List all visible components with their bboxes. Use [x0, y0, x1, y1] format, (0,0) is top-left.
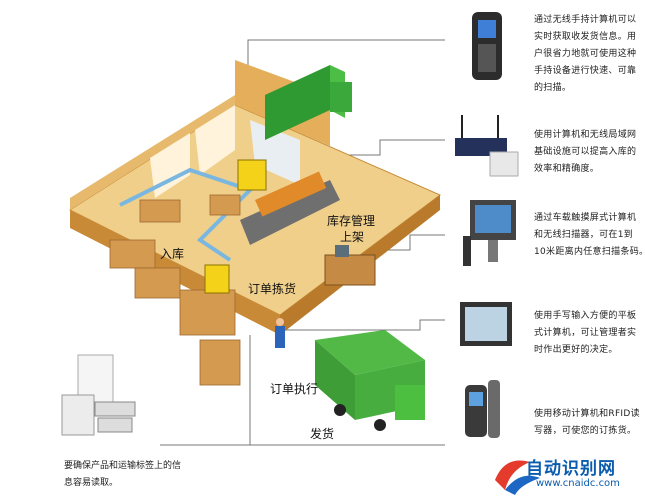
desc-router: 使用计算机和无线局域网 基础设施可以提高入库的 效率和精确度。 — [534, 130, 637, 174]
truck-wheel-2 — [374, 419, 386, 431]
dock-door-2 — [150, 133, 190, 198]
truck-bottom-roof — [315, 330, 425, 375]
warehouse — [68, 60, 441, 386]
connector-tablet — [285, 319, 445, 331]
forklift-2 — [204, 264, 230, 294]
box-stack-1 — [109, 239, 156, 269]
worker-head — [276, 318, 284, 326]
truck-bottom — [315, 330, 425, 431]
logo-text: 自动识别网 — [526, 459, 616, 479]
rfid-reader-icon — [465, 380, 500, 438]
box-stack-5 — [209, 194, 241, 216]
desc-handheld: 通过无线手持计算机可以 实时获取收发货信息。用 户很省力地就可使用这种 手持设备… — [534, 15, 637, 93]
zone-label-shipping: 发货 — [310, 427, 335, 441]
zone-label-shelving: 上架 — [340, 230, 365, 244]
desc-vehicle: 通过车载触摸屏式计算机 和无线扫描器，可在1到 10米距离内任意扫描条码。 — [534, 213, 645, 257]
back-wall-left — [70, 95, 235, 210]
box-stack-4 — [199, 339, 241, 386]
box-stack-2 — [134, 267, 181, 299]
site-logo: 自动识别网 www.cnaidc.com — [486, 450, 645, 498]
truck-wheel-1 — [334, 404, 346, 416]
dock-door-3 — [250, 120, 300, 185]
box-stack-3 — [179, 289, 236, 336]
zone-label-storage: 库存管理 — [327, 214, 376, 228]
labels-note: 要确保产品和运输标签上的信 息容易读取。 — [64, 461, 182, 488]
tablet-computer-icon — [460, 302, 512, 346]
truck-bottom-side — [315, 340, 355, 420]
zone-label-inbound: 入库 — [160, 247, 185, 261]
truck-bottom-cab — [395, 385, 425, 420]
box-stack-inbound — [139, 199, 181, 223]
vehicle-touchscreen-icon — [463, 200, 516, 266]
handheld-computer-icon — [472, 12, 502, 80]
wireless-router-icon — [455, 115, 519, 177]
dock-door-1 — [195, 105, 235, 175]
shelf-goods — [255, 171, 327, 217]
truck-top-cab — [330, 82, 352, 112]
zone-label-order-exec: 订单执行 — [270, 382, 319, 396]
label-rolls-icon — [61, 354, 136, 436]
logo-url: www.cnaidc.com — [536, 478, 620, 489]
forklift-1 — [237, 159, 267, 191]
zone-label-picking: 订单拣货 — [248, 282, 297, 296]
truck-top-trailer — [265, 65, 330, 140]
desk-monitor — [335, 245, 349, 257]
desc-rfid: 使用移动计算机和RFID读 写器，可使您的订拣货。 — [534, 409, 640, 436]
office-desk — [324, 254, 376, 286]
worker-body — [275, 326, 285, 348]
storage-shelf — [240, 180, 340, 245]
logo-mark-icon — [495, 460, 540, 495]
truck-top — [265, 65, 352, 140]
desc-tablet: 使用手写输入方便的平板 式计算机，可让管理者实 时作出更好的决定。 — [534, 311, 637, 355]
